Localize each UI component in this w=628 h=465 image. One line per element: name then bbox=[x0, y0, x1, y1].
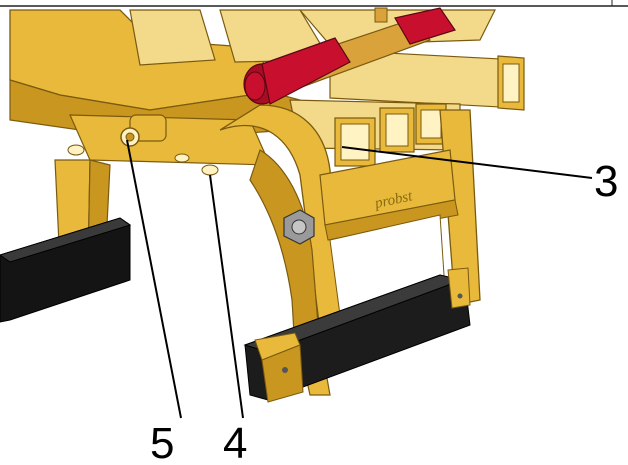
callout-3: 3 bbox=[594, 157, 618, 206]
leader-line-4 bbox=[209, 174, 244, 419]
right-pad bbox=[243, 267, 471, 403]
leader-line-3 bbox=[341, 146, 593, 179]
leader-line-5 bbox=[126, 139, 182, 419]
rear-tube bbox=[329, 49, 525, 111]
callout-5: 5 bbox=[150, 419, 174, 465]
arm-bolt bbox=[283, 209, 315, 245]
grip-handle bbox=[243, 7, 456, 105]
left-pad bbox=[0, 217, 132, 323]
callout-4: 4 bbox=[223, 419, 247, 465]
pivot-pin bbox=[120, 114, 167, 147]
